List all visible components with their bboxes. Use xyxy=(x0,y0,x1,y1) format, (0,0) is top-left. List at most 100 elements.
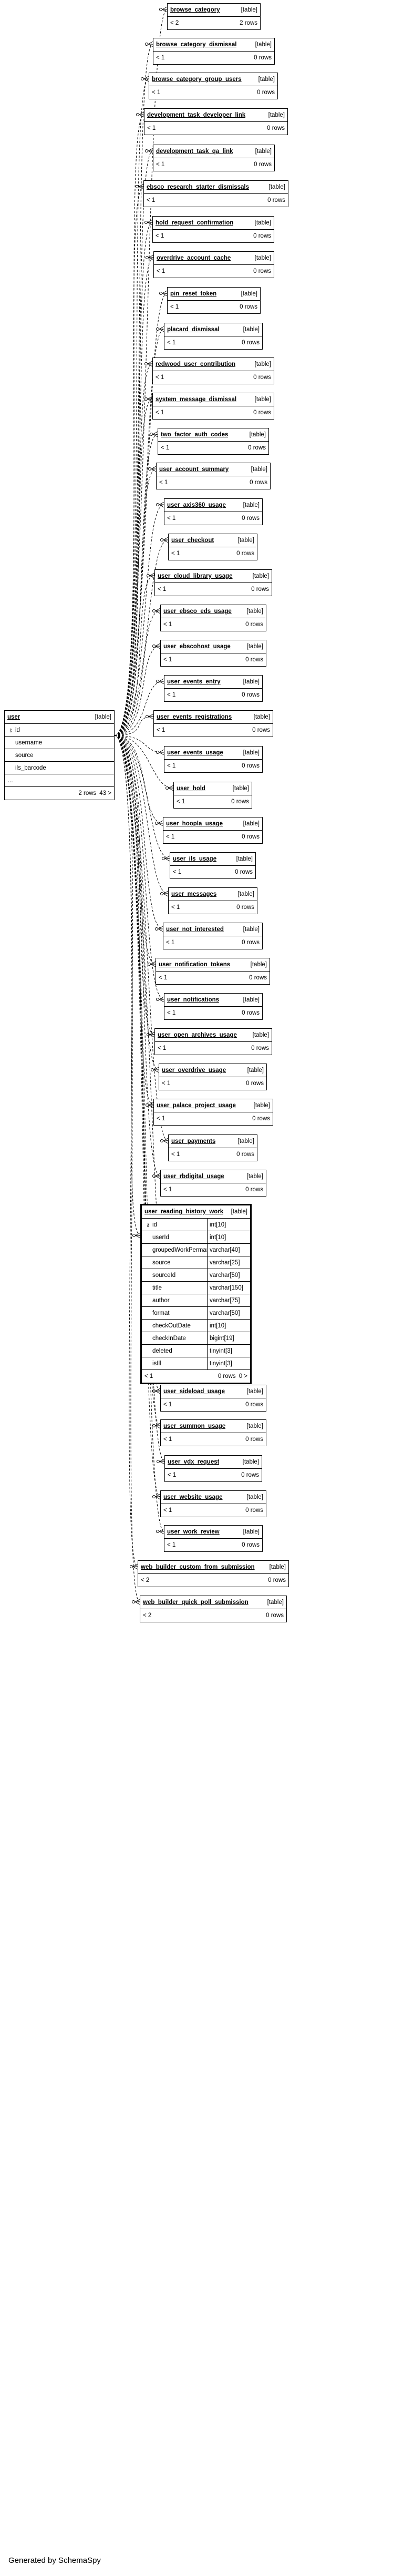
table-name[interactable]: user_vdx_request xyxy=(168,1459,220,1465)
table-name[interactable]: browse_category_dismissal xyxy=(156,42,237,48)
table-name[interactable]: web_builder_quick_poll_submission xyxy=(143,1599,249,1606)
table-name[interactable]: user_summon_usage xyxy=(163,1423,226,1429)
table-name[interactable]: user_sideload_usage xyxy=(163,1388,225,1395)
table-name[interactable]: user_ebscohost_usage xyxy=(163,643,231,650)
table-name[interactable]: user_not_interested xyxy=(166,926,224,933)
table-name[interactable]: user_payments xyxy=(171,1138,216,1144)
table-web_builder_quick_poll_submission[interactable]: web_builder_quick_poll_submission[table]… xyxy=(140,1596,287,1622)
column-row[interactable]: ⚷id xyxy=(5,724,114,737)
table-ebsco_research_starter_dismissals[interactable]: ebsco_research_starter_dismissals[table]… xyxy=(143,180,288,207)
table-name[interactable]: user_hold xyxy=(177,785,205,792)
table-name[interactable]: user_reading_history_work xyxy=(144,1209,224,1215)
table-name[interactable]: user_axis360_usage xyxy=(167,502,226,508)
table-name[interactable]: browse_category xyxy=(170,7,220,13)
table-name[interactable]: user_work_review xyxy=(167,1529,220,1535)
table-name[interactable]: user_cloud_library_usage xyxy=(158,573,233,579)
table-name[interactable]: browse_category_group_users xyxy=(152,76,242,83)
table-name[interactable]: hold_request_confirmation xyxy=(156,220,234,226)
table-name[interactable]: user_events_entry xyxy=(167,679,221,685)
table-development_task_developer_link[interactable]: development_task_developer_link[table]< … xyxy=(144,108,288,135)
table-name[interactable]: placard_dismissal xyxy=(167,326,220,333)
table-name[interactable]: user_ebsco_eds_usage xyxy=(163,608,232,615)
table-name[interactable]: user_hoopla_usage xyxy=(166,821,223,827)
table-name[interactable]: redwood_user_contribution xyxy=(156,361,236,367)
table-name[interactable]: overdrive_account_cache xyxy=(157,255,231,261)
column-row[interactable]: username xyxy=(5,737,114,749)
table-name[interactable]: user_open_archives_usage xyxy=(158,1032,237,1038)
table-name[interactable]: user_messages xyxy=(171,891,217,897)
table-name[interactable]: two_factor_auth_codes xyxy=(161,432,229,438)
table-web_builder_custom_from_submission[interactable]: web_builder_custom_from_submission[table… xyxy=(138,1560,289,1587)
table-name[interactable]: ebsco_research_starter_dismissals xyxy=(147,184,249,190)
table-name[interactable]: pin_reset_token xyxy=(170,291,217,297)
table-name[interactable]: user_events_registrations xyxy=(157,714,232,720)
column-row[interactable]: groupedWorkPermanentIdvarchar[40] xyxy=(142,1244,250,1256)
table-name[interactable]: user_notifications xyxy=(167,997,220,1003)
table-name[interactable]: development_task_qa_link xyxy=(156,148,233,155)
table-name[interactable]: development_task_developer_link xyxy=(147,112,246,118)
column-row[interactable]: source xyxy=(5,749,114,762)
table-name[interactable]: user xyxy=(7,714,20,720)
table-name[interactable]: user_website_usage xyxy=(163,1494,223,1500)
table-name[interactable]: system_message_dismissal xyxy=(156,396,237,403)
table-name[interactable]: user_overdrive_usage xyxy=(162,1067,226,1074)
table-name[interactable]: user_palace_project_usage xyxy=(157,1102,236,1109)
table-name[interactable]: user_account_summary xyxy=(159,466,229,473)
column-row[interactable]: ils_barcode xyxy=(5,762,114,774)
table-name[interactable]: web_builder_custom_from_submission xyxy=(141,1564,255,1570)
table-name[interactable]: user_rbdigital_usage xyxy=(163,1173,224,1180)
table-name[interactable]: user_ils_usage xyxy=(173,856,217,862)
table-name[interactable]: user_events_usage xyxy=(167,750,223,756)
table-name[interactable]: user_checkout xyxy=(171,537,214,544)
